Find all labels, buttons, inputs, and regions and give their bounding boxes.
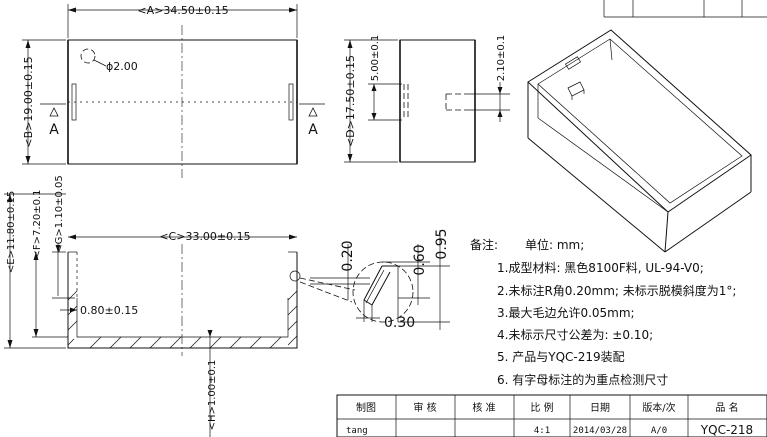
title-block-value: 4:1 [534,426,550,436]
dim-d-label: <D>17.50±0.15 [344,55,357,147]
title-block-header: 版本/次 [642,401,675,414]
side-view: <D>17.50±0.15 5.00±0.1 2.10±0.1 [344,35,510,163]
dim-c-label: <C>33.00±0.15 [159,230,250,243]
notes-unit: 单位: mm; [525,237,584,252]
dim-020-label: 0.20 [340,240,356,271]
title-block-header: 日期 [590,402,610,414]
detail-view: 0.20 0.60 0.95 0.30 [310,228,450,331]
side-view-outline [399,39,476,163]
title-block-part-name: YQC-218 [700,423,753,437]
detail-view-circle [352,261,414,323]
dim-g-label: <G>1.10±0.05 [54,175,65,252]
title-block-value: 2014/03/28 [573,426,627,436]
dim-030-label: 0.30 [384,315,415,331]
title-block-fragment [603,0,767,18]
title-block-value: A/0 [651,426,667,436]
dim-five-label: 5.00±0.1 [370,35,381,82]
dim-f-label: <F>7.20±0.1 [32,189,43,258]
dim-095-label: 0.95 [434,228,450,259]
dim-060-label: 0.60 [412,244,428,275]
note-item: 6. 有字母标注的为重点检测尺寸 [497,372,668,387]
dim-h-label: <H>1.00±0.1 [207,360,218,431]
isometric-view [527,29,752,253]
section-marker-right: A [308,122,318,138]
notes: 备注: 单位: mm; 1.成型材料: 黑色8100F料, UL-94-V0; … [470,237,736,387]
top-view: ϕ2.00 <A>34.50±0.15 <B>19.00±0.15 A A [22,4,325,178]
section-marker-left: A [49,122,59,138]
title-block-header: 核 准 [472,401,495,414]
dim-wall-label: 0.80±0.15 [80,304,138,317]
hole-circle [80,48,96,64]
note-item: 4.未标示尺寸公差为: ±0.10; [497,328,653,342]
note-item: 1.成型材料: 黑色8100F料, UL-94-V0; [497,261,704,275]
section-hatch [67,290,298,349]
detail-circle [289,270,301,282]
notes-heading: 备注: [470,237,498,252]
title-block-value: tang [346,426,368,436]
title-block-header: 比 例 [530,401,553,414]
note-item: 2.未标注R角0.20mm; 未标示脱模斜度为1°; [497,283,736,298]
hole-diameter-label: ϕ2.00 [106,60,138,73]
dim-e-label: <E>11.80±0.15 [6,191,17,273]
dim-b-label: <B>19.00±0.15 [22,56,35,147]
title-block-header: 制图 [356,401,376,414]
note-item: 3.最大毛边允许0.05mm; [497,305,635,320]
section-view: <C>33.00±0.15 <E>11.80±0.15 <F>7.20±0.1 … [4,175,356,437]
dim-a-label: <A>34.50±0.15 [137,4,228,17]
title-block-header: 品 名 [715,401,738,414]
title-block: 制图 审 核 核 准 比 例 日期 版本/次 品 名 tang 4:1 2014… [336,394,767,437]
dim-twoten-label: 2.10±0.1 [496,35,507,82]
title-block-header: 审 核 [413,401,436,414]
note-item: 5. 产品与YQC-219装配 [497,350,625,364]
